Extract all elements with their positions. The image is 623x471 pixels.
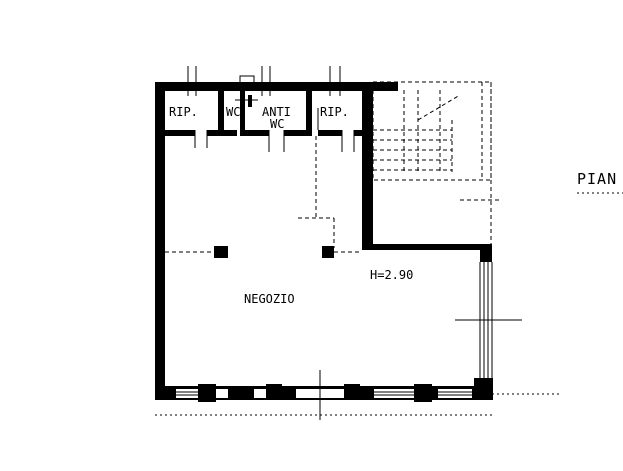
label-anti: ANTI <box>262 105 291 119</box>
interior-dashed <box>165 136 362 258</box>
label-rip-left: RIP. <box>169 105 198 119</box>
service-rooms <box>155 91 362 152</box>
label-wc-anti: WC <box>270 117 284 131</box>
label-wc: WC <box>226 105 240 119</box>
right-side-opening <box>155 262 560 420</box>
staircase <box>372 81 500 244</box>
outer-walls <box>155 82 493 400</box>
top-wall-marks <box>187 66 341 96</box>
bottom-wall-openings <box>176 384 472 402</box>
label-floor: PIAN <box>577 170 617 188</box>
label-negozio: NEGOZIO <box>244 292 295 306</box>
label-height: H=2.90 <box>370 268 413 282</box>
label-rip-right: RIP. <box>320 105 349 119</box>
